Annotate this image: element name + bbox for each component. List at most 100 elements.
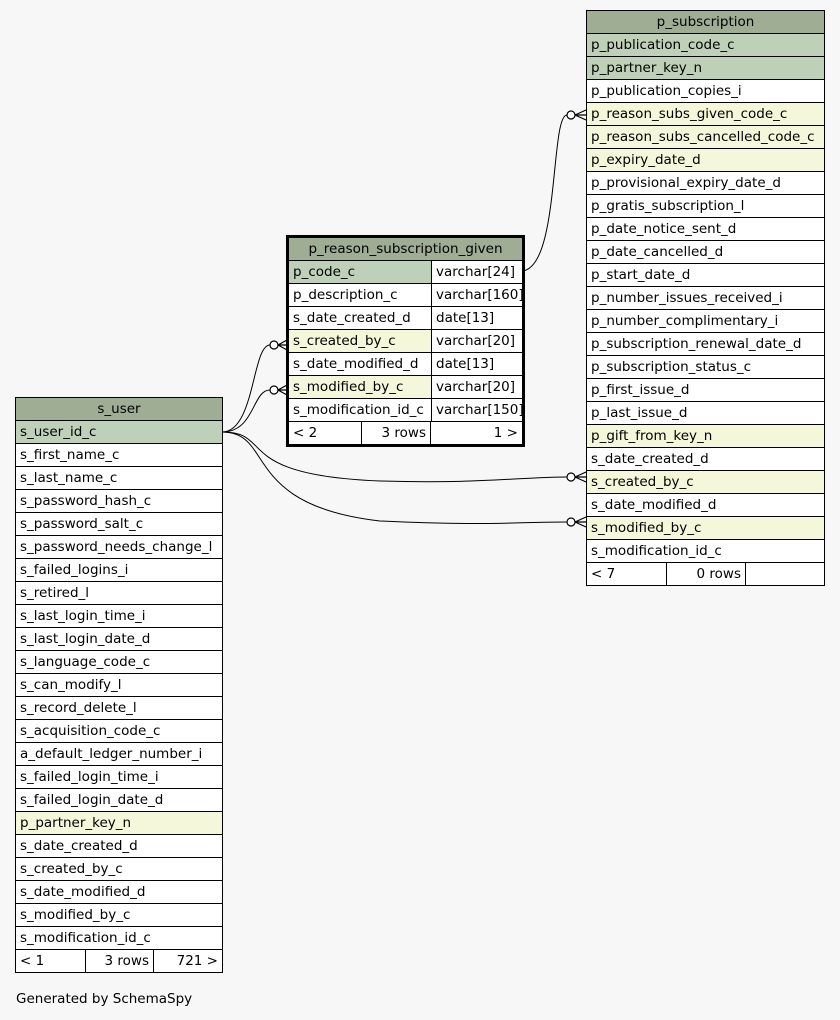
column-row[interactable]: p_number_complimentary_i [587,310,824,333]
column-name: p_date_cancelled_d [591,244,724,260]
column-name: s_created_by_c [20,861,123,877]
column-row[interactable]: s_created_by_c [587,471,824,494]
column-row[interactable]: p_last_issue_d [587,402,824,425]
column-row[interactable]: s_failed_logins_i [16,559,222,582]
column-row[interactable]: s_record_delete_l [16,697,222,720]
column-name: s_modified_by_c [20,907,131,923]
children-link[interactable]: 721 > [176,953,218,969]
column-row[interactable]: s_retired_l [16,582,222,605]
column-row[interactable]: s_date_created_d [587,448,824,471]
column-name: s_date_created_d [591,451,709,467]
row-count: 3 rows [362,422,431,444]
column-row[interactable]: s_first_name_c [16,444,222,467]
column-name: s_modification_id_c [293,402,424,418]
column-name: p_publication_copies_i [591,83,742,99]
column-row[interactable]: s_last_name_c [16,467,222,490]
column-row[interactable]: s_language_code_c [16,651,222,674]
table-title[interactable]: p_reason_subscription_given [289,238,522,261]
column-name: p_gratis_subscription_l [591,198,745,214]
column-row[interactable]: p_gratis_subscription_l [587,195,824,218]
column-name: s_language_code_c [20,654,151,670]
crowfoot-reason-created [269,340,279,350]
column-row[interactable]: p_publication_code_c [587,34,824,57]
column-row[interactable]: s_date_modified_d [16,881,222,904]
column-row[interactable]: s_password_hash_c [16,490,222,513]
column-row[interactable]: p_publication_copies_i [587,80,824,103]
generated-by-text: Generated by SchemaSpy [16,991,193,1007]
rel-user-to-reason-modified [221,389,271,433]
column-name: s_date_modified_d [20,884,146,900]
column-row[interactable]: p_date_notice_sent_d [587,218,824,241]
column-row[interactable]: s_user_id_c [16,421,222,444]
column-name: s_record_delete_l [20,700,137,716]
column-row[interactable]: s_modified_by_c [16,904,222,927]
column-name: p_subscription_renewal_date_d [591,336,802,352]
column-row[interactable]: s_date_created_d [16,835,222,858]
column-row[interactable]: p_partner_key_n [16,812,222,835]
column-type: varchar[160] [431,284,522,306]
column-row[interactable]: s_modified_by_c [587,517,824,540]
column-row[interactable]: p_first_issue_d [587,379,824,402]
column-row[interactable]: a_default_ledger_number_i [16,743,222,766]
column-row[interactable]: s_modification_id_c [587,540,824,563]
column-row[interactable]: s_can_modify_l [16,674,222,697]
column-row[interactable]: s_last_login_time_i [16,605,222,628]
column-row[interactable]: s_password_needs_change_l [16,536,222,559]
column-row[interactable]: p_reason_subs_cancelled_code_c [587,126,824,149]
column-row[interactable]: s_modification_id_c [16,927,222,950]
table-title[interactable]: s_user [16,398,222,421]
column-name: s_failed_logins_i [20,562,129,578]
column-row[interactable]: p_expiry_date_d [587,149,824,172]
table-footer: < 7 0 rows [587,563,824,585]
column-row[interactable]: s_acquisition_code_c [16,720,222,743]
children-link[interactable]: 1 > [493,425,518,441]
parents-link[interactable]: < 1 [16,950,86,972]
column-row[interactable]: s_failed_login_date_d [16,789,222,812]
column-type: date[13] [431,353,522,375]
column-name: s_acquisition_code_c [20,723,161,739]
column-name: p_partner_key_n [587,57,824,79]
parents-link[interactable]: < 7 [587,563,667,585]
crowfoot-sub-reason [566,110,576,120]
column-row[interactable]: p_number_issues_received_i [587,287,824,310]
column-row[interactable]: p_start_date_d [587,264,824,287]
column-name: s_date_modified_d [591,497,717,513]
column-row[interactable]: p_provisional_expiry_date_d [587,172,824,195]
row-count: 3 rows [86,950,154,972]
column-name: s_password_salt_c [20,516,144,532]
column-row[interactable]: s_modification_id_c varchar[150] [289,399,522,422]
column-row[interactable]: s_failed_login_time_i [16,766,222,789]
column-row[interactable]: p_date_cancelled_d [587,241,824,264]
column-row[interactable]: p_partner_key_n [587,57,824,80]
children-link[interactable] [746,563,824,585]
column-row[interactable]: p_reason_subs_given_code_c [587,103,824,126]
column-type: varchar[150] [431,399,522,421]
column-row[interactable]: s_date_modified_d [587,494,824,517]
column-row[interactable]: p_subscription_status_c [587,356,824,379]
column-name: s_retired_l [20,585,90,601]
column-name: s_user_id_c [16,421,222,443]
column-row[interactable]: s_password_salt_c [16,513,222,536]
column-row[interactable]: s_last_login_date_d [16,628,222,651]
column-row[interactable]: s_created_by_c [16,858,222,881]
rel-user-to-reason-created [221,344,271,433]
crowfoot-reason-modified [269,385,279,395]
table-title[interactable]: p_subscription [587,11,824,34]
column-name: p_expiry_date_d [587,149,824,171]
column-row[interactable]: p_gift_from_key_n [587,425,824,448]
parents-link[interactable]: < 2 [289,422,362,444]
column-row[interactable]: p_subscription_renewal_date_d [587,333,824,356]
column-type: varchar[20] [431,330,522,352]
